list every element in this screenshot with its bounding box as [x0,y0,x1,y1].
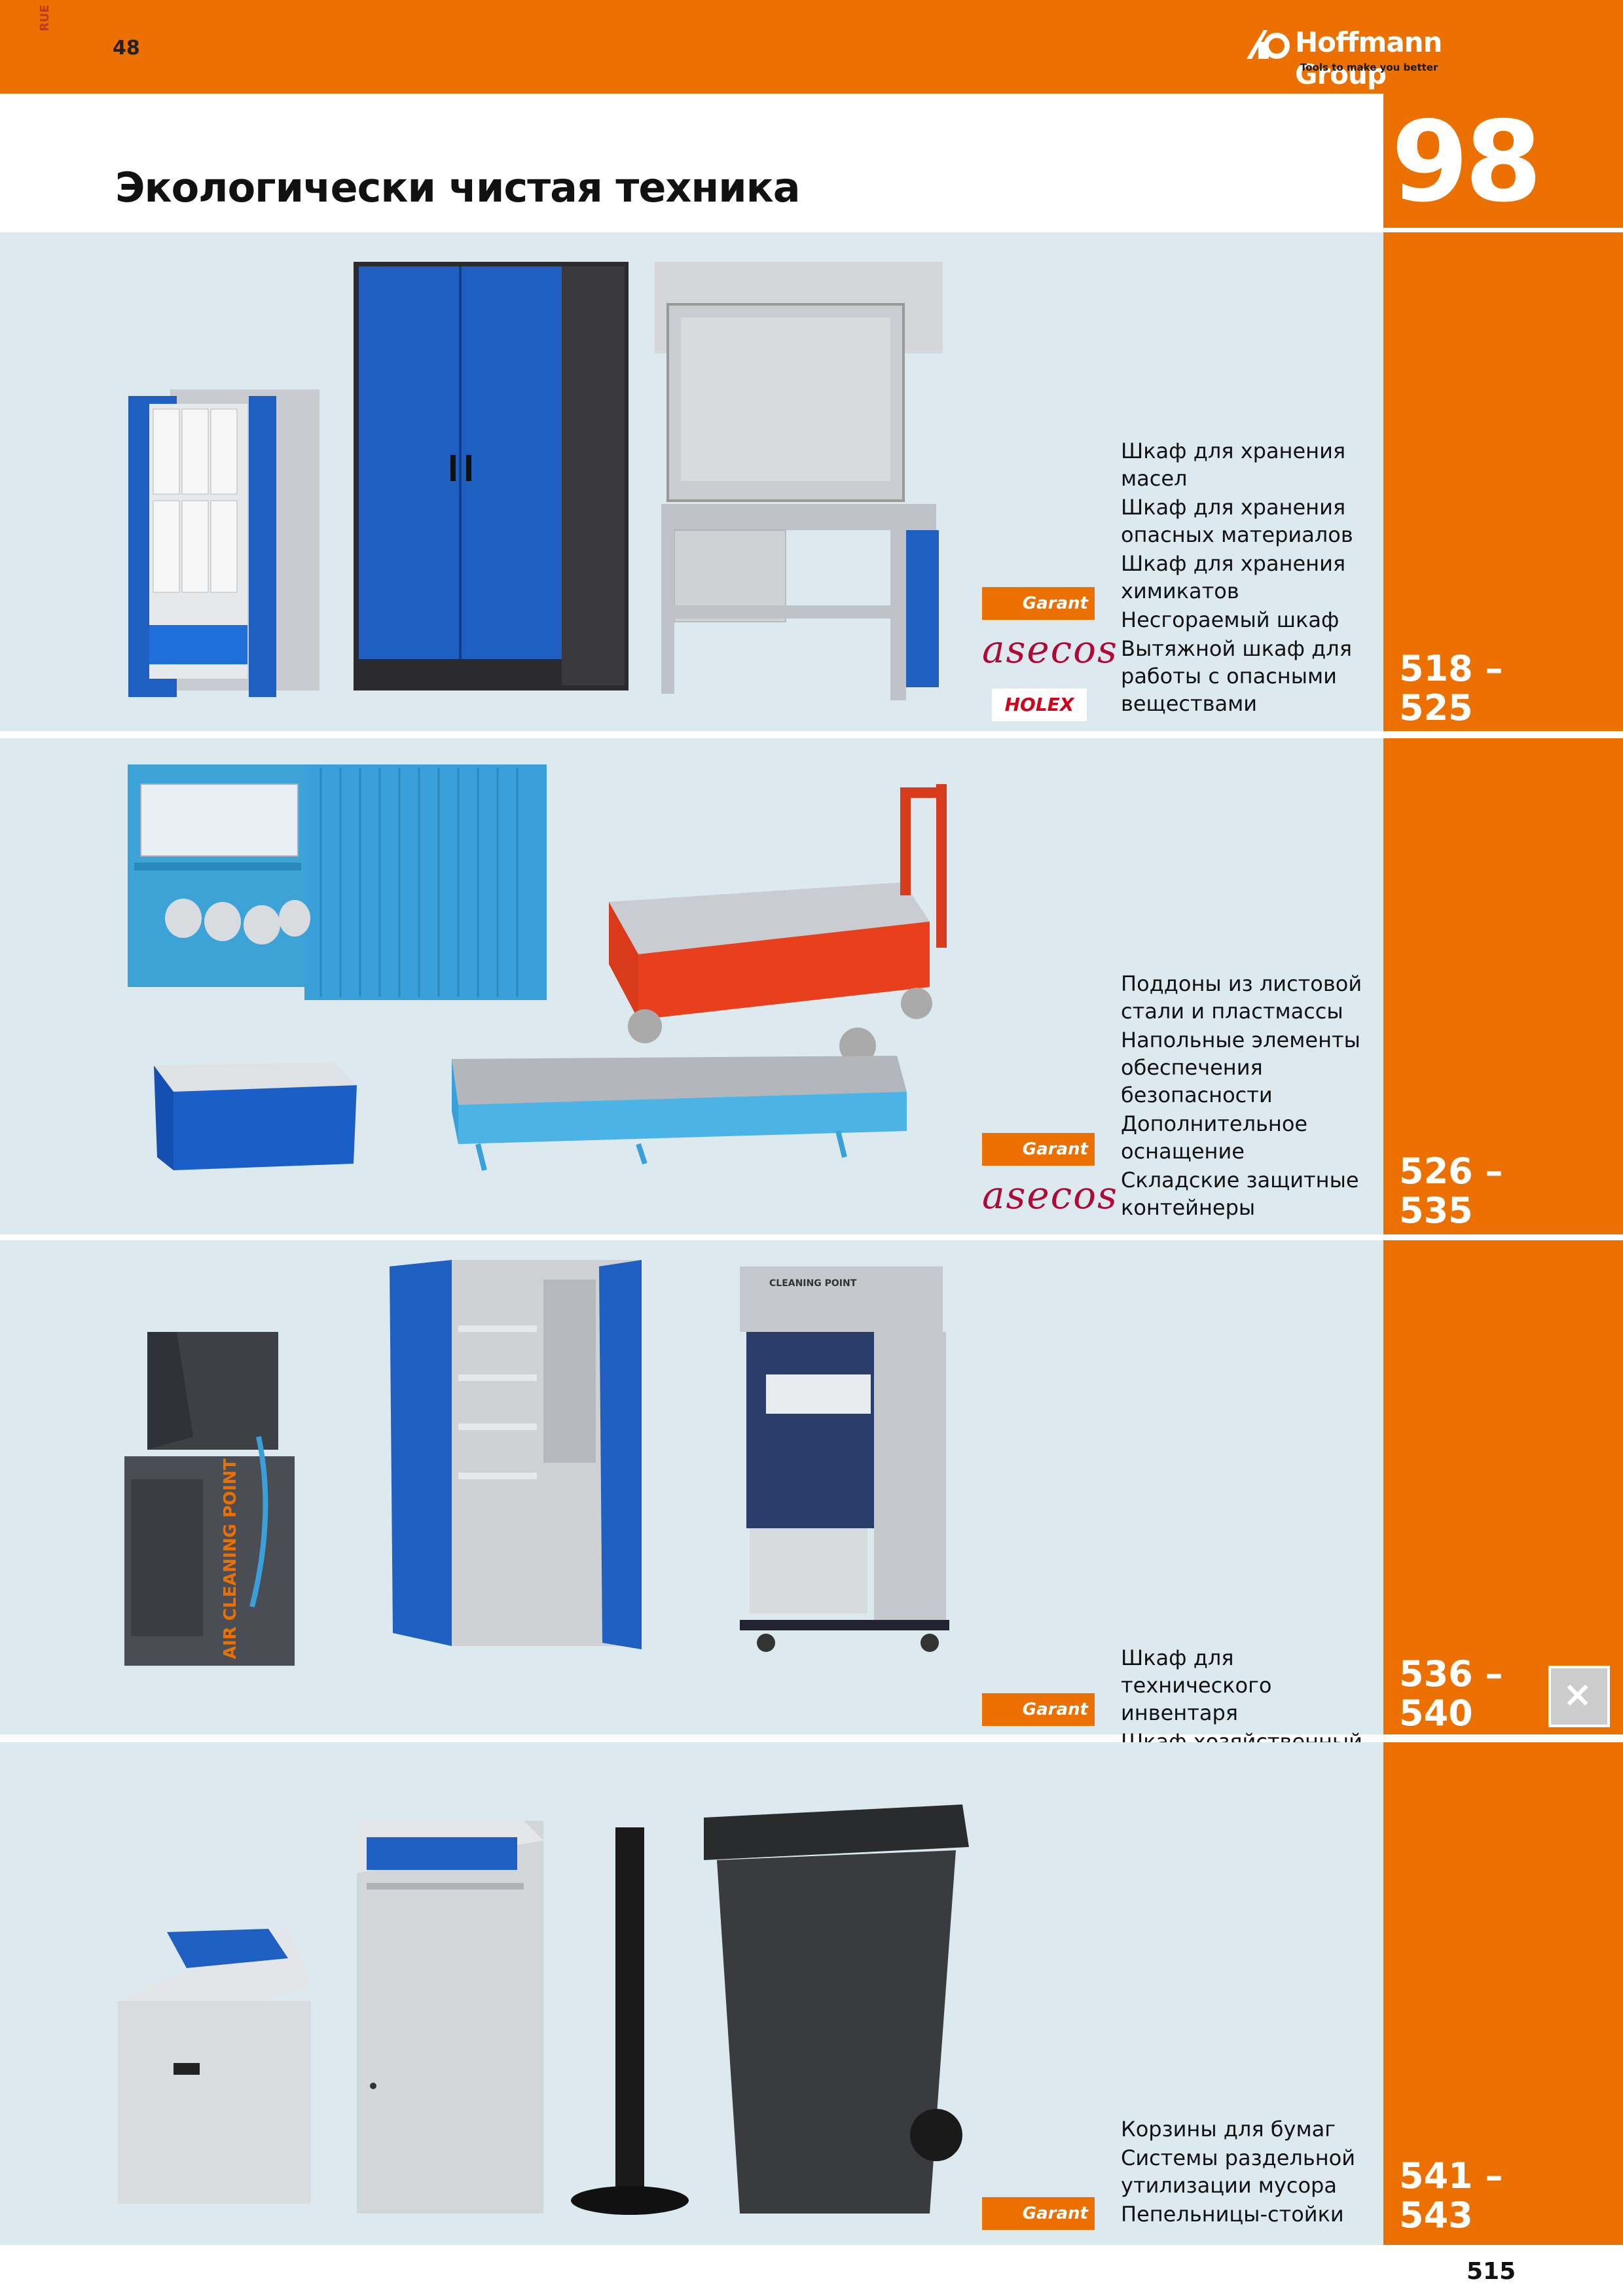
section-panel-trays [0,738,1383,1234]
holex-logo[interactable]: HOLEX [992,689,1087,721]
section-panel-inventory: AIR CLEANING POINT CLEANING POINT [0,1240,1383,1734]
page-range-start: 541 – [1399,2155,1503,2197]
plastic-tray-image [154,1062,357,1170]
inventory-cabinet-image [390,1260,642,1649]
category-list-trays: Поддоны из листовой стали и пластмассы Н… [1121,970,1383,1223]
category-item[interactable]: Дополнительное оснащение [1121,1111,1308,1164]
steel-tray-image [452,1056,907,1171]
category-item[interactable]: Шкаф для хранения опасных материалов [1121,495,1353,547]
category-item[interactable]: Складские защитные контейнеры [1121,1168,1359,1220]
hoffmann-logo-icon [1247,30,1290,59]
section-tab-cabinets [1383,232,1623,731]
page-range-trays[interactable]: 526 – 535 [1399,1152,1503,1230]
hoffmann-logo[interactable]: Hoffmann Group Tools to make you better [1244,26,1519,90]
air-cleaning-point-image: AIR CLEANING POINT [124,1332,295,1666]
category-item[interactable]: Системы раздельной утилизации мусора [1121,2145,1355,2198]
red-tray-trolley-image [609,784,947,1064]
header-bar [0,0,1623,94]
garant-logo[interactable]: Garant [982,2197,1095,2230]
category-item[interactable]: Поддоны из листовой стали и пластмассы [1121,971,1362,1024]
fume-hood-image [655,262,943,700]
category-item[interactable]: Корзины для бумаг [1121,2117,1336,2142]
hazard-cabinet-image [354,262,629,691]
category-item[interactable]: Напольные элементы обеспечения безопасно… [1121,1028,1360,1107]
page-range-end: 543 [1399,2195,1473,2236]
category-item[interactable]: Вытяжной шкаф для работы с опасными веще… [1121,636,1352,716]
chapter-box: 98 [1383,94,1623,228]
close-icon[interactable]: × [1548,1666,1610,1727]
cabinets-illustration [128,262,943,700]
asecos-logo[interactable]: asecos [982,627,1118,672]
cleaning-point-trolley-image: CLEANING POINT [740,1266,949,1652]
brand-name: Hoffmann Group [1295,26,1442,90]
page-title: Экологически чистая техника [115,164,801,211]
wheelie-bin-image [704,1804,969,2214]
page-range-cabinets[interactable]: 518 – 525 [1399,649,1503,728]
cleaning-point-label: CLEANING POINT [769,1278,857,1289]
page-range-inventory[interactable]: 536 – 540 [1399,1655,1503,1733]
page-range-waste[interactable]: 541 – 543 [1399,2157,1503,2235]
oil-cabinet-image [128,389,319,697]
section-tab-inventory [1383,1240,1623,1734]
chapter-number: 98 [1391,98,1542,227]
page-range-end: 540 [1399,1693,1473,1734]
side-code: RUE [38,5,52,31]
category-item[interactable]: Несгораемый шкаф [1121,607,1340,632]
asecos-logo[interactable]: asecos [982,1173,1118,1217]
section-tab-trays [1383,738,1623,1234]
category-item[interactable]: Пепельницы-стойки [1121,2202,1344,2227]
section-panel-cabinets [0,232,1383,731]
category-list-cabinets: Шкаф для хранения масел Шкаф для хранени… [1121,437,1383,719]
waste-illustration [118,1804,969,2215]
brand-tagline: Tools to make you better [1300,62,1438,73]
air-cleaning-point-label: AIR CLEANING POINT [221,1458,240,1659]
page-range-start: 536 – [1399,1653,1503,1695]
category-item[interactable]: Шкаф для технического инвентаря [1121,1645,1272,1725]
garant-logo[interactable]: Garant [982,1133,1095,1166]
index-marker-number[interactable]: 98 [1542,1734,1606,1788]
garant-logo[interactable]: Garant [982,1693,1095,1726]
inventory-illustration: AIR CLEANING POINT CLEANING POINT [124,1260,949,1666]
catalog-page-number: 48 [113,37,140,60]
page-range-start: 518 – [1399,648,1503,689]
section-tab-waste [1383,1742,1623,2245]
container-image [128,764,547,1000]
page-range-end: 535 [1399,1190,1473,1231]
ashtray-stand-image [571,1827,689,2215]
category-item[interactable]: Шкаф для хранения химикатов [1121,551,1346,603]
trays-illustration [128,764,947,1171]
category-item[interactable]: Шкаф для хранения масел [1121,439,1346,491]
page-range-start: 526 – [1399,1151,1503,1192]
paper-bin-image [118,1926,311,2204]
garant-logo[interactable]: Garant [982,587,1095,620]
section-panel-waste [0,1742,1383,2245]
separation-bin-image [357,1821,543,2214]
page-range-end: 525 [1399,687,1473,728]
page-number: 515 [1467,2258,1516,2285]
marker-divider [1383,1734,1623,1741]
category-list-waste: Корзины для бумаг Системы раздельной ути… [1121,2115,1383,2229]
category-list-inventory: Шкаф для технического инвентаря Шкаф хоз… [1121,1644,1383,1757]
